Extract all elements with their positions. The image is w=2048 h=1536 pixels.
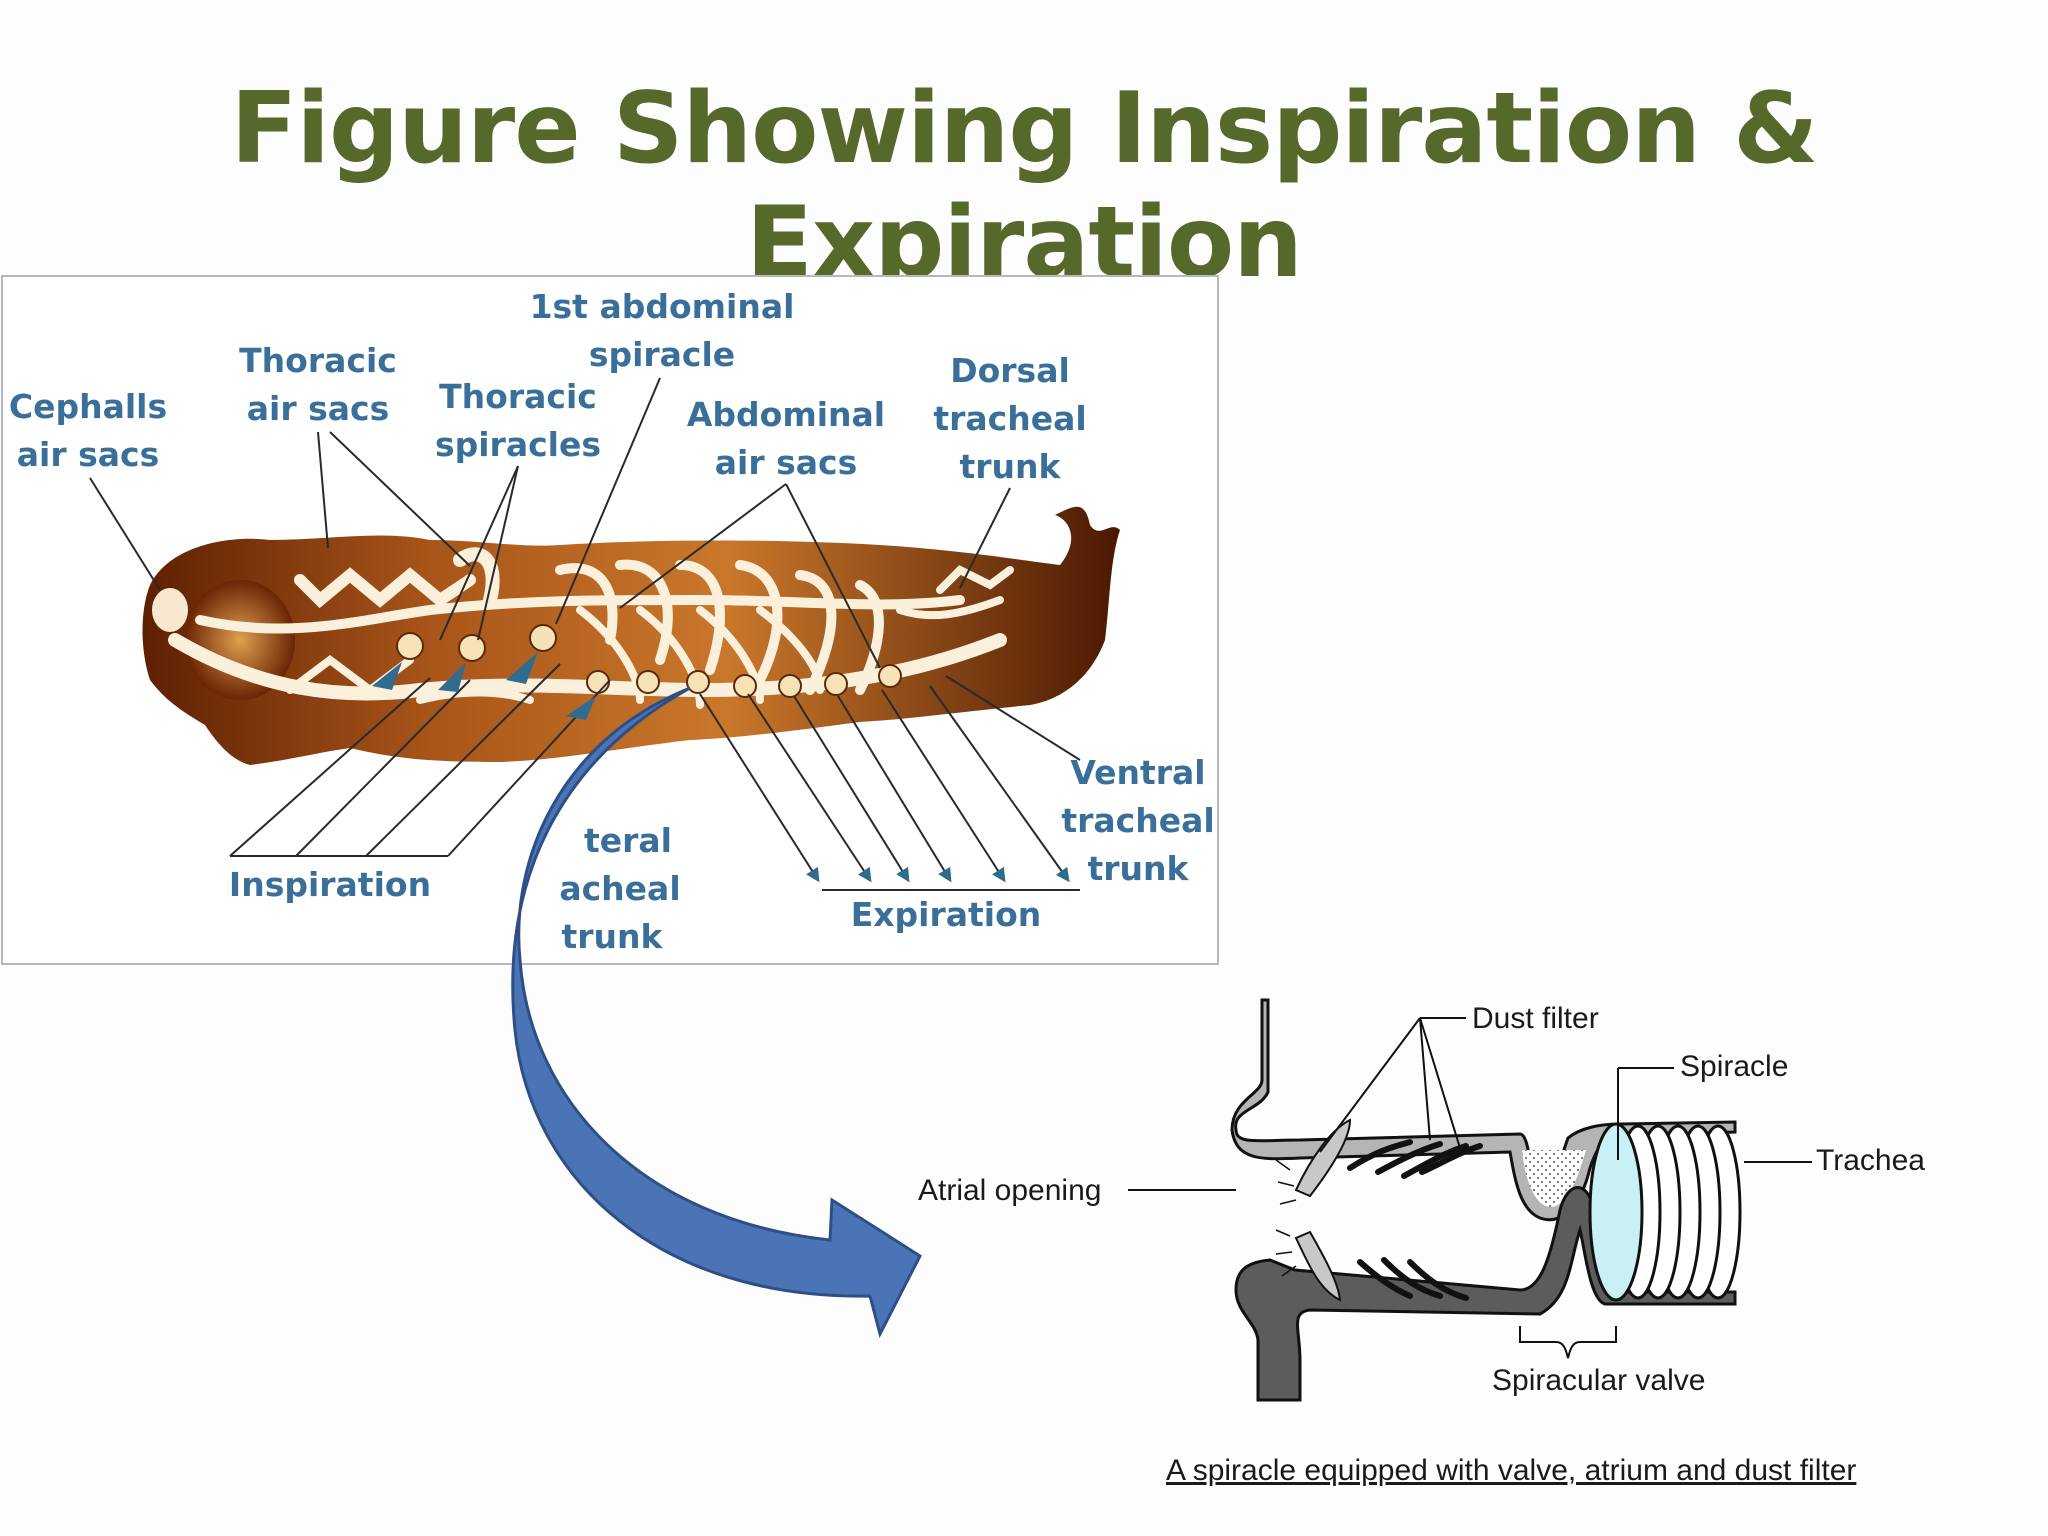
- label-ventral-tracheal-trunk-line2: tracheal: [1061, 801, 1214, 840]
- spiracle-diagram: Dust filter Spiracle Trachea Atrial open…: [918, 1000, 1925, 1487]
- label-abdominal-air-sacs-line1: Abdominal: [687, 395, 885, 434]
- label-cephalic-air-sacs-line2: air sacs: [17, 435, 159, 474]
- label-dust-filter: Dust filter: [1472, 1002, 1599, 1035]
- label-inspiration: Inspiration: [229, 865, 431, 904]
- label-spiracular-valve: Spiracular valve: [1492, 1364, 1705, 1397]
- label-thoracic-air-sacs-line1: Thoracic: [239, 341, 397, 380]
- label-ventral-tracheal-trunk-line3: trunk: [1088, 849, 1190, 888]
- cephalic-air-sac-shape: [152, 588, 188, 632]
- label-first-abdominal-spiracle-line2: spiracle: [589, 335, 735, 374]
- label-trachea: Trachea: [1816, 1144, 1925, 1177]
- label-first-abdominal-spiracle-line1: 1st abdominal: [530, 287, 795, 326]
- dust-filter-hairs: [1350, 1142, 1480, 1298]
- label-thoracic-spiracles-line1: Thoracic: [439, 377, 597, 416]
- label-thoracic-air-sacs-line2: air sacs: [247, 389, 389, 428]
- label-dorsal-tracheal-trunk-line2: tracheal: [933, 399, 1086, 438]
- label-atrial-opening: Atrial opening: [918, 1174, 1101, 1207]
- insect-diagram: Cephalls air sacs Thoracic air sacs Thor…: [2, 276, 1218, 964]
- label-dorsal-tracheal-trunk-line3: trunk: [960, 447, 1062, 486]
- label-lateral-tracheal-trunk-line3: trunk: [562, 917, 664, 956]
- label-expiration: Expiration: [851, 895, 1042, 934]
- spiracle-opening: [1590, 1124, 1642, 1300]
- figure-caption: A spiracle equipped with valve, atrium a…: [1166, 1454, 1856, 1487]
- label-ventral-tracheal-trunk-line1: Ventral: [1070, 753, 1205, 792]
- label-lateral-tracheal-trunk-line2: acheal: [559, 869, 680, 908]
- label-spiracle: Spiracle: [1680, 1050, 1788, 1083]
- label-lateral-tracheal-trunk-line1: teral: [584, 821, 672, 860]
- filter-bristles: [1276, 1160, 1296, 1276]
- label-thoracic-spiracles-line2: spiracles: [435, 425, 601, 464]
- label-dorsal-tracheal-trunk-line1: Dorsal: [950, 351, 1070, 390]
- label-abdominal-air-sacs-line2: air sacs: [715, 443, 857, 482]
- label-cephalic-air-sacs-line1: Cephalls: [9, 387, 167, 426]
